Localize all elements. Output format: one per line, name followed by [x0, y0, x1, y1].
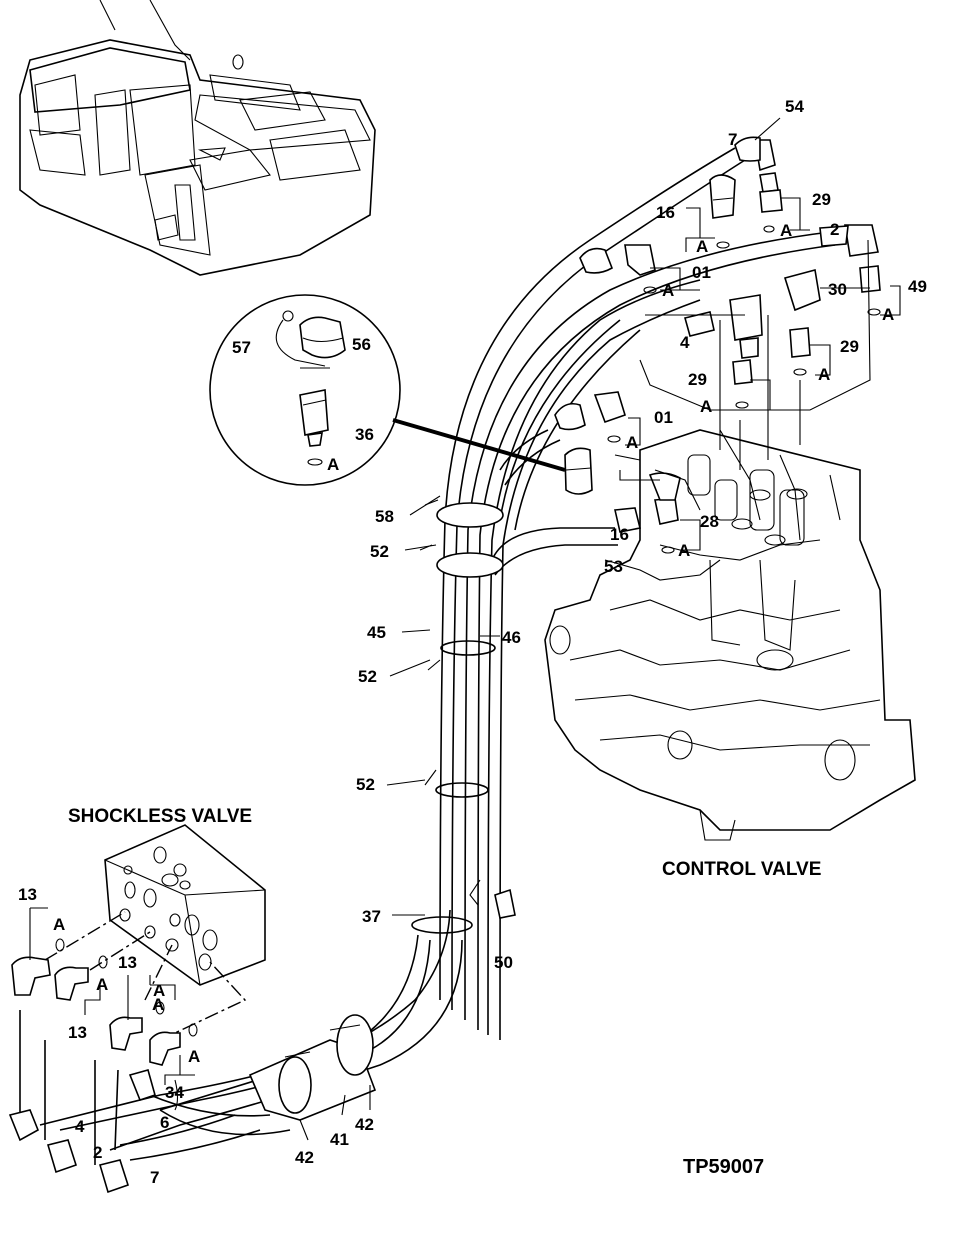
callout-36: 36: [355, 425, 374, 444]
excavator-cab-illustration: [19, 0, 376, 276]
callout-42-b: 42: [355, 1115, 374, 1134]
callout-16-a: 16: [656, 203, 675, 222]
callout-42-a: 42: [295, 1148, 314, 1167]
callout-13-b: 13: [118, 953, 137, 972]
callout-58: 58: [375, 507, 394, 526]
callout-50: 50: [494, 953, 513, 972]
callout-4-top: 4: [680, 333, 690, 352]
callout-52-c: 52: [356, 775, 375, 794]
callout-46: 46: [502, 628, 521, 647]
callout-2-bottom: 2: [93, 1143, 102, 1162]
seal-mark-a: A: [152, 995, 164, 1014]
seal-mark-a: A: [818, 365, 830, 384]
callout-29-a: 29: [812, 190, 831, 209]
seal-mark-a: A: [626, 433, 638, 452]
callout-49: 49: [908, 277, 927, 296]
callout-6: 6: [160, 1113, 169, 1132]
seal-marks: A A A A A A A A A A A A A A: [53, 221, 894, 1066]
callout-01-b: 01: [654, 408, 673, 427]
shockless-valve-title: SHOCKLESS VALVE: [68, 806, 252, 827]
callout-57: 57: [232, 338, 251, 357]
callout-52-b: 52: [358, 667, 377, 686]
callout-34: 34: [165, 1083, 184, 1102]
callout-7-top: 7: [728, 130, 737, 149]
callout-7-bottom: 7: [150, 1168, 159, 1187]
callout-28: 28: [700, 512, 719, 531]
callout-45: 45: [367, 623, 386, 642]
drawing-code: TP59007: [683, 1156, 764, 1178]
callout-2-top: 2: [830, 220, 839, 239]
seal-mark-a: A: [678, 541, 690, 560]
switch-detail-circle: [209, 294, 566, 486]
seal-mark-a: A: [96, 975, 108, 994]
callout-13-a: 13: [18, 885, 37, 904]
callout-29-b: 29: [840, 337, 859, 356]
shockless-valve-block: [104, 824, 266, 986]
callout-53: 53: [604, 557, 623, 576]
leader-lines: [386, 117, 901, 916]
seal-mark-a: A: [780, 221, 792, 240]
callout-52-a: 52: [370, 542, 389, 561]
callout-37: 37: [362, 907, 381, 926]
hose-bundle: [19, 147, 836, 1165]
shockless-dash-lines: [44, 911, 247, 1041]
seal-mark-a: A: [53, 915, 65, 934]
callout-30: 30: [828, 280, 847, 299]
control-valve-title: CONTROL VALVE: [662, 859, 821, 880]
callout-01-a: 01: [692, 263, 711, 282]
callout-16-b: 16: [610, 525, 629, 544]
seal-mark-a: A: [188, 1047, 200, 1066]
callout-4-bottom: 4: [75, 1117, 85, 1136]
callout-13-c: 13: [68, 1023, 87, 1042]
seal-mark-a: A: [327, 455, 339, 474]
section-titles: SHOCKLESS VALVE CONTROL VALVE TP59007: [68, 806, 821, 1178]
callout-54: 54: [785, 97, 804, 116]
seal-mark-a: A: [700, 397, 712, 416]
callout-29-c: 29: [688, 370, 707, 389]
seal-mark-a: A: [882, 305, 894, 324]
seal-mark-a: A: [662, 281, 674, 300]
callout-41: 41: [330, 1130, 349, 1149]
seal-mark-a: A: [696, 237, 708, 256]
callout-numbers: 54 7 29 16 2 01 30 49 4 29 29 01 57 56 3…: [18, 97, 927, 1187]
callout-56: 56: [352, 335, 371, 354]
shockless-fittings: [8, 879, 516, 1194]
control-valve-body: [544, 429, 916, 841]
shockless-leaders: [29, 907, 371, 1141]
seal-mark-a: A: [153, 981, 165, 1000]
